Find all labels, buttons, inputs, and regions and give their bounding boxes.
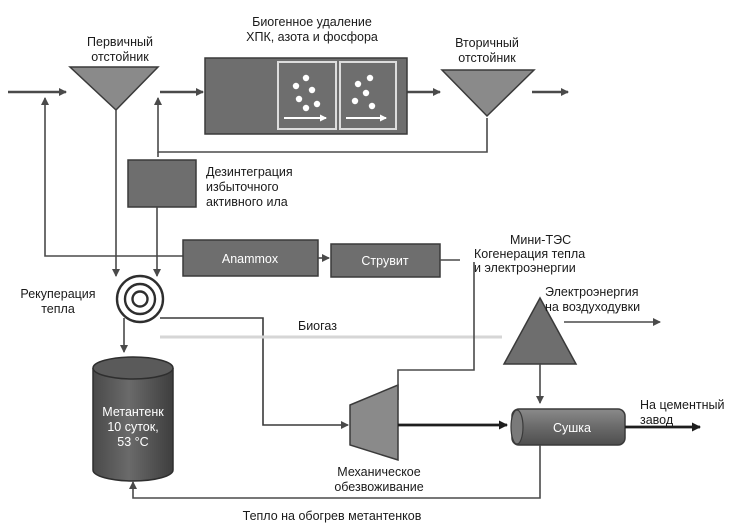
mini-tes-label-1: Мини-ТЭС [510, 233, 571, 247]
primary-clarifier-label-1: Первичный [87, 35, 153, 49]
heat-recovery-label-2: тепла [41, 302, 75, 316]
return-sludge-line [154, 97, 488, 153]
heat-bottom-label: Тепло на обогрев метантенков [243, 509, 422, 523]
bio-removal-label-2: ХПК, азота и фосфора [246, 30, 378, 44]
aeration-bubbles [292, 74, 376, 112]
primary-clarifier [68, 66, 160, 112]
anammox-recycle-line [41, 97, 183, 257]
electricity-label-2: на воздуходувки [545, 300, 640, 314]
cement-label-2: завод [640, 413, 674, 427]
disintegration-unit [127, 159, 197, 208]
digester-tank [92, 356, 174, 482]
digester-label-1: Метантенк [102, 405, 164, 419]
dewatering-label-1: Механическое [337, 465, 420, 479]
cement-label-1: На цементный [640, 398, 724, 412]
bioreactor-tank [204, 57, 408, 135]
heat-recovery-exchanger [115, 274, 165, 324]
heat-return-line [129, 445, 541, 499]
primary-clarifier-label-2: отстойник [91, 50, 149, 64]
anammox-label: Anammox [222, 252, 279, 266]
secondary-clarifier [440, 69, 536, 118]
filtrate-line [397, 262, 475, 400]
secondary-clarifier-label-2: отстойник [458, 51, 516, 65]
bio-removal-label-1: Биогенное удаление [252, 15, 372, 29]
electricity-label-1: Электроэнергия [545, 285, 639, 299]
mini-tes-label-2: Когенерация тепла [474, 247, 585, 261]
dewatering-label-2: обезвоживание [334, 480, 423, 494]
heat-recovery-label-1: Рекуперация [20, 287, 95, 301]
disintegration-label-2: избыточного [206, 180, 279, 194]
secondary-clarifier-label-1: Вторичный [455, 36, 519, 50]
dewatering-unit [349, 383, 399, 462]
disintegration-label-3: активного ила [206, 195, 288, 209]
drying-unit [510, 408, 626, 446]
biogas-label: Биогаз [298, 319, 337, 333]
digester-label-3: 53 °C [117, 435, 148, 449]
disintegration-label-1: Дезинтеграция [206, 165, 293, 179]
digestate-line [160, 317, 349, 429]
mini-tes-label-3: и электроэнергии [474, 261, 576, 275]
digester-label-2: 10 суток, [107, 420, 158, 434]
drying-label: Сушка [553, 421, 591, 435]
struvite-label: Струвит [361, 254, 408, 268]
